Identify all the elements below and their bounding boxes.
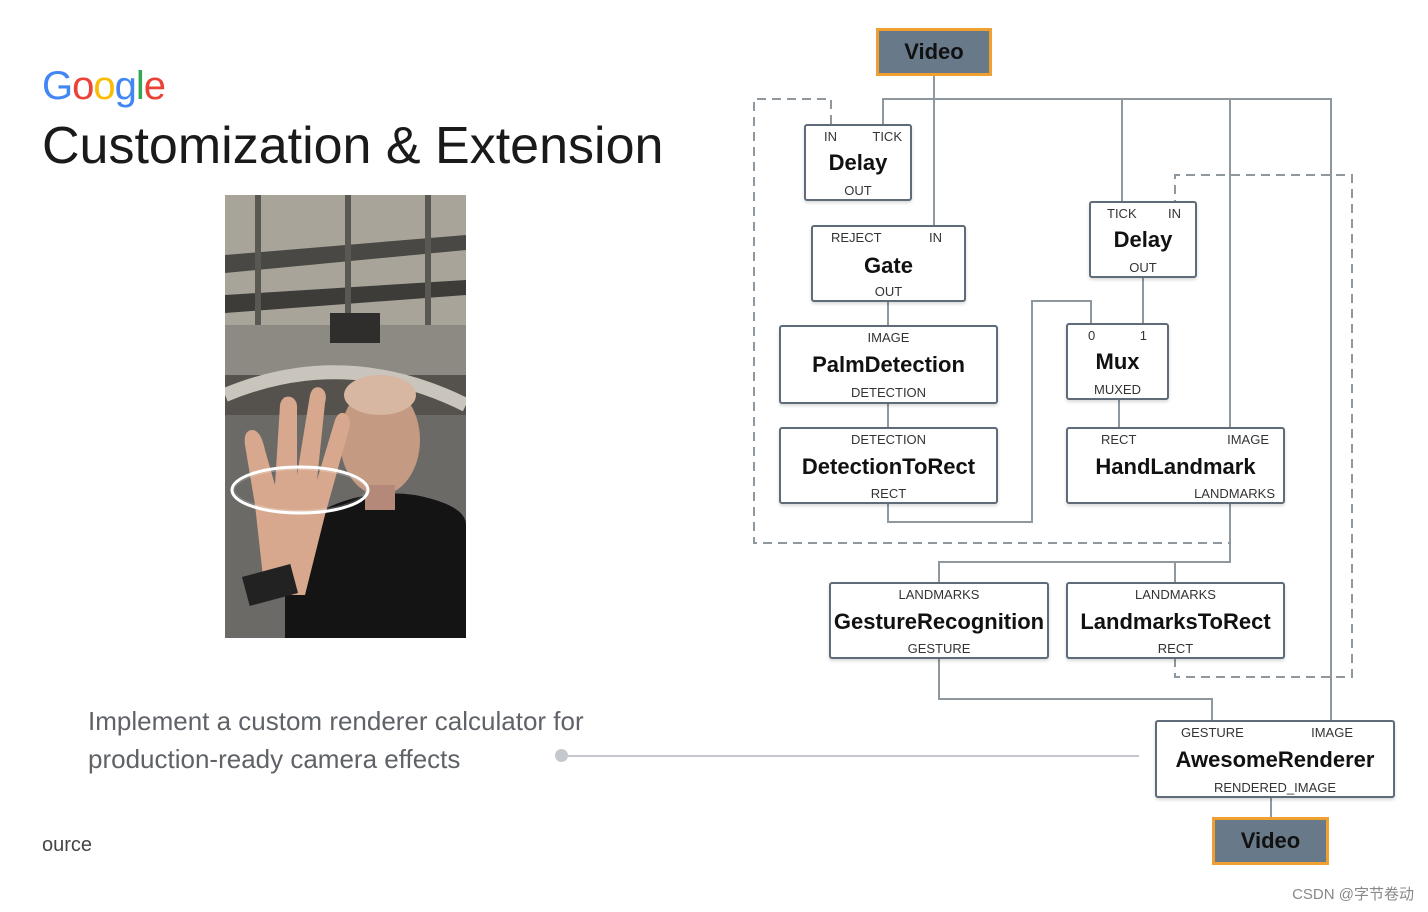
palm-detection-node[interactable]: IMAGE PalmDetection DETECTION: [779, 325, 998, 404]
node-name: Delay: [828, 150, 888, 175]
input-video-label: Video: [904, 39, 964, 64]
edge-hand-gesture: [938, 504, 1231, 583]
port-landmarks: LANDMARKS: [1194, 486, 1275, 501]
port-gesture: GESTURE: [1181, 725, 1244, 740]
port-detection: DETECTION: [850, 385, 927, 400]
port-out: OUT: [874, 284, 903, 299]
input-video-node[interactable]: Video: [876, 28, 992, 76]
logo-letter: G: [42, 64, 73, 108]
port-image: IMAGE: [1311, 725, 1353, 740]
port-detection: DETECTION: [850, 432, 927, 447]
logo-letter: e: [143, 64, 166, 108]
port-landmarks: LANDMARKS: [1135, 587, 1216, 602]
node-name: Gate: [864, 253, 913, 278]
caption-line: production-ready camera effects: [88, 744, 461, 774]
demo-photo: [225, 195, 466, 638]
node-name: AwesomeRenderer: [1175, 747, 1375, 772]
logo-letter: o: [72, 64, 94, 108]
pointer-line: [562, 755, 1139, 757]
port-out: OUT: [1129, 260, 1157, 275]
delay-node-right[interactable]: TICK IN Delay OUT: [1089, 201, 1197, 278]
output-video-node[interactable]: Video: [1212, 817, 1329, 865]
port-1: 1: [1139, 328, 1147, 343]
caption-line: Implement a custom renderer calculator f…: [88, 706, 584, 736]
port-rect: RECT: [1101, 432, 1137, 447]
logo-letter: l: [135, 64, 145, 108]
awesome-renderer-node[interactable]: GESTURE IMAGE AwesomeRenderer RENDERED_I…: [1155, 720, 1395, 798]
port-muxed: MUXED: [1094, 382, 1141, 397]
port-landmarks: LANDMARKS: [898, 587, 980, 602]
port-in: IN: [929, 230, 942, 245]
port-gesture: GESTURE: [907, 641, 971, 656]
demo-photo-illustration: [225, 195, 466, 638]
detection-to-rect-node[interactable]: DETECTION DetectionToRect RECT: [779, 427, 998, 504]
port-rect: RECT: [870, 486, 907, 501]
node-name: DetectionToRect: [801, 454, 976, 479]
caption: Implement a custom renderer calculator f…: [88, 702, 584, 778]
port-rect: RECT: [1157, 641, 1194, 656]
slide-title: Customization & Extension: [42, 117, 664, 175]
node-name: GestureRecognition: [833, 609, 1045, 634]
hand-landmark-node[interactable]: RECT IMAGE HandLandmark LANDMARKS: [1066, 427, 1285, 504]
pointer-dot: [555, 749, 568, 762]
node-name: Mux: [1095, 349, 1140, 374]
port-image: IMAGE: [867, 330, 910, 345]
google-logo: Google: [42, 64, 166, 109]
port-0: 0: [1088, 328, 1096, 343]
edge-gesture-renderer: [938, 658, 1213, 720]
port-image: IMAGE: [1227, 432, 1269, 447]
node-name: Delay: [1113, 227, 1173, 252]
landmarks-to-rect-node[interactable]: LANDMARKS LandmarksToRect RECT: [1066, 582, 1285, 659]
node-name: PalmDetection: [812, 352, 965, 377]
mux-node[interactable]: 0 1 Mux MUXED: [1066, 323, 1169, 400]
watermark: CSDN @字节卷动: [1292, 886, 1414, 903]
gate-node[interactable]: REJECT IN Gate OUT: [811, 225, 966, 302]
gesture-recognition-node[interactable]: LANDMARKS GestureRecognition GESTURE: [829, 582, 1049, 659]
source-label: ource: [42, 834, 93, 856]
port-reject: REJECT: [831, 230, 882, 245]
logo-letter: g: [114, 64, 137, 108]
port-in: IN: [1168, 206, 1181, 221]
delay-node-left[interactable]: IN TICK Delay OUT: [804, 124, 912, 201]
port-tick: TICK: [872, 129, 902, 144]
port-in: IN: [824, 129, 837, 144]
node-name: LandmarksToRect: [1080, 609, 1271, 634]
logo-letter: o: [93, 64, 115, 108]
port-out: OUT: [844, 183, 872, 198]
output-video-label: Video: [1240, 828, 1301, 853]
port-tick: TICK: [1107, 206, 1137, 221]
node-name: HandLandmark: [1095, 454, 1256, 479]
port-rendered-image: RENDERED_IMAGE: [1213, 780, 1337, 795]
